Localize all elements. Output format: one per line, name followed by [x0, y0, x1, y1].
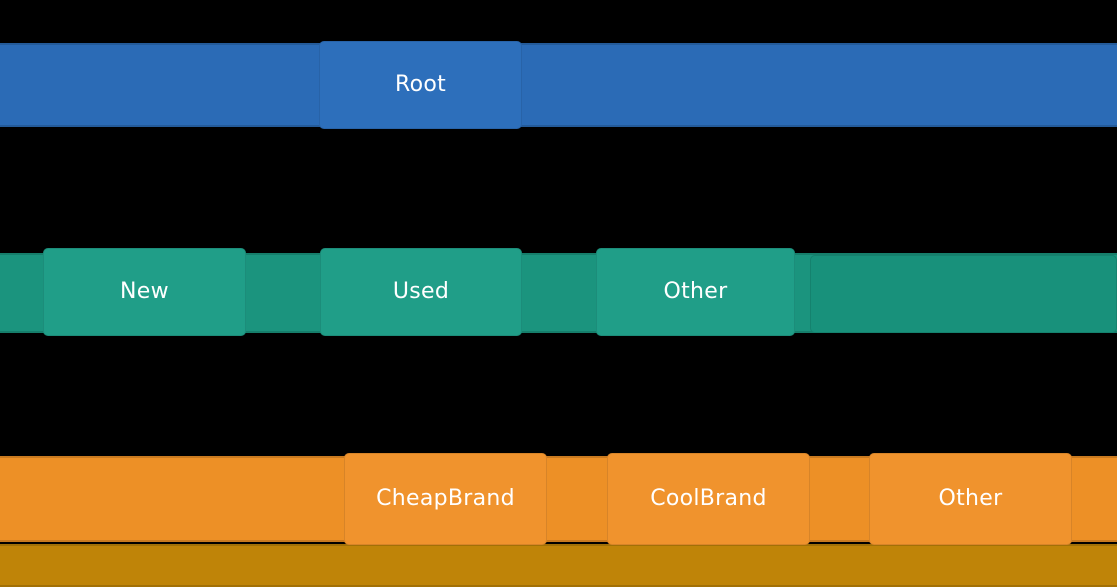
- tile-cheapbrand-label: CheapBrand: [376, 486, 515, 511]
- tile-coolbrand[interactable]: CoolBrand: [607, 453, 810, 545]
- tile-other-level1-label: Other: [663, 279, 728, 304]
- tile-root-label: Root: [394, 72, 447, 97]
- tile-coolbrand-label: CoolBrand: [650, 486, 767, 511]
- level0-band: [0, 43, 1117, 127]
- level3-band-cropped: [0, 544, 1117, 587]
- tile-new[interactable]: New: [43, 248, 246, 336]
- tile-cheapbrand[interactable]: CheapBrand: [344, 453, 547, 545]
- tile-other-level1[interactable]: Other: [596, 248, 795, 336]
- tile-used[interactable]: Used: [320, 248, 522, 336]
- tile-unlabeled-level1[interactable]: [810, 255, 1117, 333]
- tile-new-label: New: [120, 279, 169, 304]
- tile-root[interactable]: Root: [319, 41, 522, 129]
- tile-other-level2[interactable]: Other: [869, 453, 1072, 545]
- tile-used-label: Used: [392, 279, 450, 304]
- tile-other-level2-label: Other: [938, 486, 1003, 511]
